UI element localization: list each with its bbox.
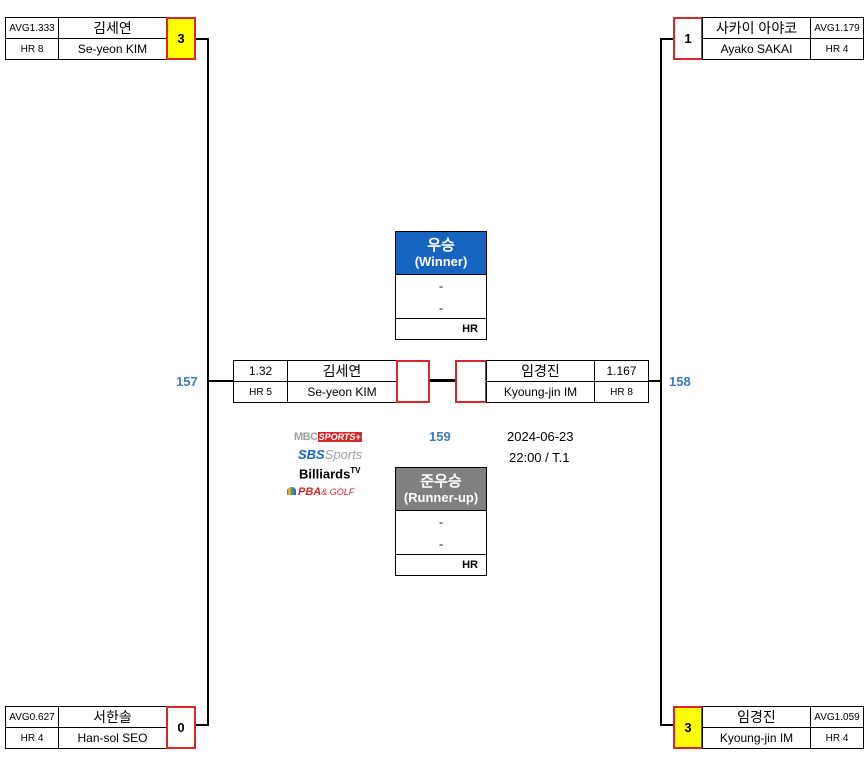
avg-cell: AVG0.627	[5, 706, 59, 728]
runnerup-title-english: (Runner-up)	[403, 490, 479, 505]
winner-title-korean: 우승	[427, 237, 455, 254]
runnerup-line-1: -	[395, 511, 487, 533]
bracket-line	[660, 38, 662, 726]
final-connector-line	[429, 379, 455, 382]
match-number-final: 159	[429, 429, 451, 444]
billiards-logo-text: Billiards	[299, 466, 351, 482]
score-cell: 3	[166, 17, 196, 60]
sbs-logo-text: SBS	[298, 447, 325, 462]
avg-cell: 1.167	[594, 360, 649, 382]
final-time-table: 22:00 / T.1	[509, 450, 570, 465]
player-name-english: Ayako SAKAI	[702, 38, 811, 60]
player-name-korean: 서한솔	[58, 706, 167, 728]
hr-cell: HR 8	[5, 38, 59, 60]
winner-hr-label: HR	[395, 318, 487, 340]
sbs-sports-logo: SBSSports	[298, 447, 362, 462]
hr-cell: HR 4	[810, 38, 864, 60]
player-name-english: Kyoung-jin IM	[702, 727, 811, 749]
score-cell: 0	[166, 706, 196, 749]
hr-cell: HR 4	[5, 727, 59, 749]
sbs-sports-logo-text: Sports	[324, 447, 363, 462]
score-cell: 3	[673, 706, 703, 749]
final-date: 2024-06-23	[507, 429, 574, 444]
runnerup-hr-label: HR	[395, 554, 487, 576]
bracket-line	[207, 380, 234, 382]
winner-title-english: (Winner)	[414, 254, 468, 269]
player-name-korean: 김세연	[58, 17, 167, 39]
winner-line-1: -	[395, 275, 487, 297]
runnerup-header: 준우승 (Runner-up)	[395, 467, 487, 511]
hr-cell: HR 5	[233, 381, 288, 403]
pba-logo-text: PBA	[298, 486, 322, 498]
hr-cell: HR 4	[810, 727, 864, 749]
player-name-english: Han-sol SEO	[58, 727, 167, 749]
golf-logo-text: & GOLF	[321, 487, 355, 497]
winner-header: 우승 (Winner)	[395, 231, 487, 275]
winner-line-2: -	[395, 297, 487, 318]
avg-cell: AVG1.333	[5, 17, 59, 39]
avg-cell: 1.32	[233, 360, 288, 382]
runnerup-title-korean: 준우승	[420, 473, 462, 490]
player-name-korean: 임경진	[486, 360, 595, 382]
player-name-english: Kyoung-jin IM	[486, 381, 595, 403]
avg-cell: AVG1.179	[810, 17, 864, 39]
avg-cell: AVG1.059	[810, 706, 864, 728]
mbc-sports-logo: MBCSPORTS+	[294, 431, 362, 443]
player-name-korean: 사카이 아야코	[702, 17, 811, 39]
match-number-left: 157	[176, 374, 198, 389]
player-name-english: Se-yeon KIM	[58, 38, 167, 60]
score-cell-empty	[455, 360, 487, 403]
billiards-tv-logo-text: TV	[350, 466, 361, 475]
peacock-icon	[287, 487, 296, 495]
mbc-sports-logo-text: SPORTS+	[317, 432, 362, 442]
match-number-right: 158	[669, 374, 691, 389]
bracket-line	[196, 38, 209, 40]
hr-cell: HR 8	[594, 381, 649, 403]
runnerup-line-2: -	[395, 533, 487, 554]
bracket-line	[660, 724, 673, 726]
player-name-english: Se-yeon KIM	[287, 381, 397, 403]
player-name-korean: 임경진	[702, 706, 811, 728]
pba-golf-logo: PBA& GOLF	[287, 486, 354, 498]
mbc-logo-text: MBC	[294, 431, 318, 443]
score-cell-empty	[396, 360, 430, 403]
score-cell: 1	[673, 17, 703, 60]
bracket-line	[207, 38, 209, 726]
player-name-korean: 김세연	[287, 360, 397, 382]
bracket-line	[648, 380, 662, 382]
bracket-line	[660, 38, 673, 40]
bracket-line	[196, 724, 209, 726]
billiards-tv-logo: BilliardsTV	[299, 466, 361, 481]
